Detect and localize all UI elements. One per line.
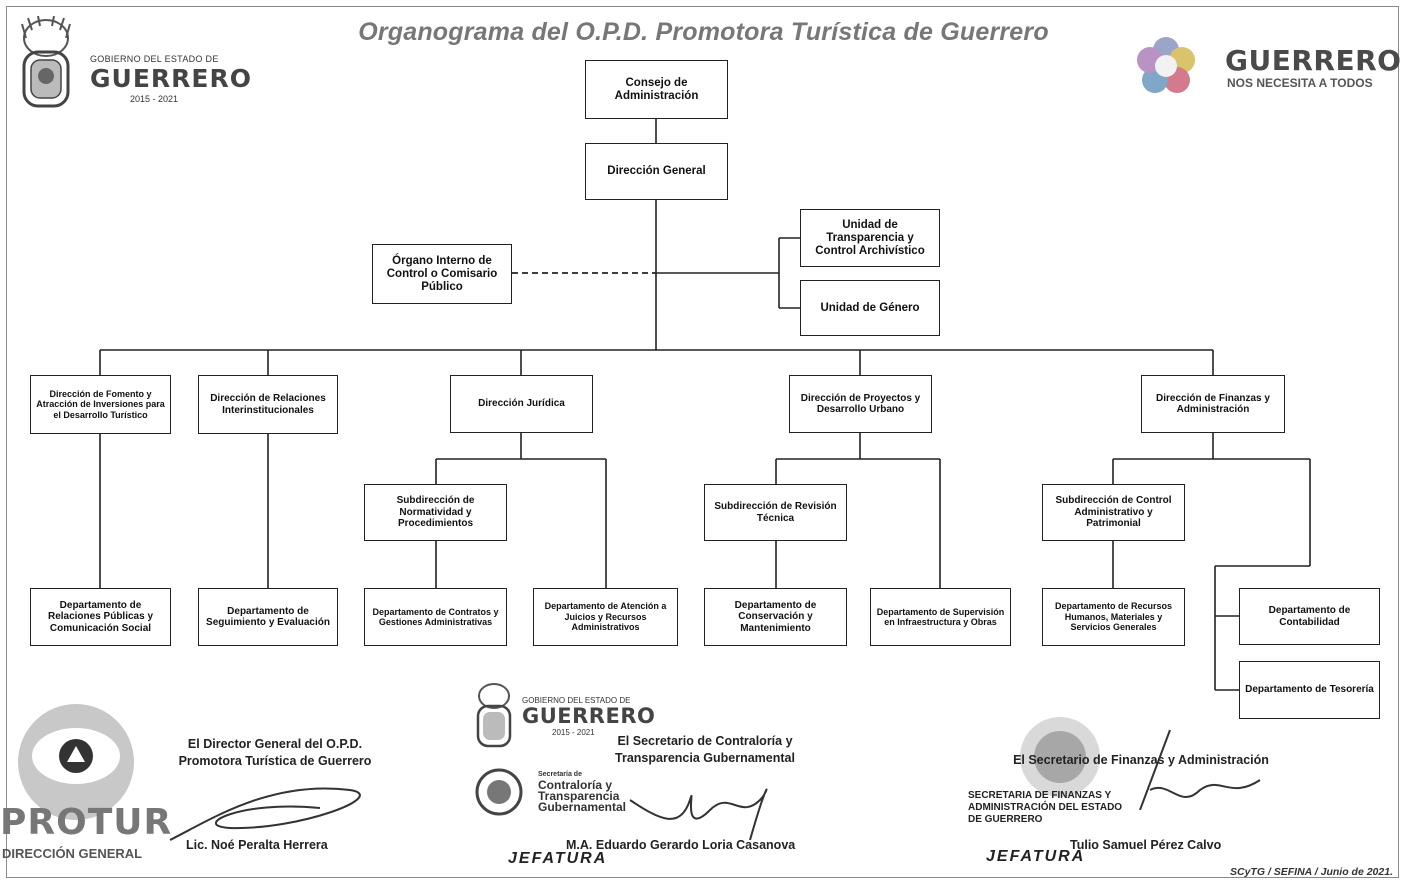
- signature-mid-name: M.A. Eduardo Gerardo Loria Casanova: [566, 838, 796, 852]
- contraloria-label: Contraloría y Transparencia Gubernamenta…: [538, 778, 627, 814]
- node-dep-conservacion: Departamento de Conservación y Mantenimi…: [704, 588, 847, 646]
- node-dep-tesoreria: Departamento de Tesorería: [1239, 661, 1380, 719]
- signature-left-name: Lic. Noé Peralta Herrera: [186, 838, 328, 852]
- signature-right-stamp: JEFATURA: [986, 848, 1086, 865]
- brand-tagline: NOS NECESITA A TODOS: [1227, 76, 1373, 90]
- node-dep-contabilidad: Departamento de Contabilidad: [1239, 588, 1380, 645]
- signature-left-role: El Director General del O.P.D. Promotora…: [178, 737, 372, 768]
- signature-mid-role: El Secretario de Contraloría y Transpare…: [615, 734, 795, 765]
- flower-logo-icon: [1137, 37, 1195, 93]
- footer-reference: SCyTG / SEFINA / Junio de 2021.: [1230, 866, 1393, 878]
- guerrero-brand-logo: GUERRERO NOS NECESITA A TODOS: [1135, 36, 1401, 96]
- signature-mid-scribble: [629, 788, 768, 841]
- node-dir-fomento: Dirección de Fomento y Atracción de Inve…: [30, 375, 171, 434]
- node-dep-atencion: Departamento de Atención a Juicios y Rec…: [533, 588, 678, 646]
- contraloria-seal-icon: [475, 768, 523, 816]
- signature-left-scribble: [169, 787, 361, 841]
- protur-wordmark: PROTUR: [0, 802, 173, 843]
- protur-logo-icon: [18, 704, 134, 820]
- contraloria-text: Secretaría de Contraloría y Transparenci…: [538, 769, 660, 813]
- gobierno-years: 2015 - 2021: [130, 94, 179, 104]
- contraloria-logo: Secretaría de Contraloría y Transparenci…: [470, 765, 660, 825]
- node-dep-supervision: Departamento de Supervisión en Infraestr…: [870, 588, 1011, 646]
- signature-mid-stamp: JEFATURA: [508, 850, 608, 867]
- gobierno-guerrero-logo: GOBIERNO DEL ESTADO DE GUERRERO 2015 - 2…: [14, 16, 251, 126]
- node-unidad-genero: Unidad de Género: [800, 280, 940, 336]
- node-sub-control: Subdirección de Control Administrativo y…: [1042, 484, 1185, 541]
- page-frame: [6, 6, 1399, 878]
- node-dep-relaciones-publicas: Departamento de Relaciones Públicas y Co…: [30, 588, 171, 646]
- mid-gobierno-logo: GOBIERNO DEL ESTADO DE GUERRERO 2015 - 2…: [470, 682, 670, 752]
- node-dir-juridica: Dirección Jurídica: [450, 375, 593, 433]
- mid-gobierno-years: 2015 - 2021: [552, 728, 595, 737]
- guerrero-wordmark: GUERRERO: [90, 64, 252, 93]
- mid-shield-icon: [476, 683, 512, 748]
- protur-subtitle: DIRECCIÓN GENERAL: [2, 846, 143, 861]
- guerrero-brand-wordmark: GUERRERO: [1225, 44, 1402, 77]
- contraloria-small-label: Secretaría de: [538, 771, 582, 778]
- node-dep-recursos: Departamento de Recursos Humanos, Materi…: [1042, 588, 1185, 646]
- node-unidad-transparencia: Unidad de Transparencia y Control Archiv…: [800, 209, 940, 267]
- node-consejo: Consejo de Administración: [585, 60, 728, 119]
- node-sub-normatividad: Subdirección de Normatividad y Procedimi…: [364, 484, 507, 541]
- node-dir-proyectos: Dirección de Proyectos y Desarrollo Urba…: [789, 375, 932, 433]
- state-shield-icon: [21, 16, 71, 108]
- node-dir-relaciones: Dirección de Relaciones Interinstitucion…: [198, 375, 338, 434]
- signature-right-name: Tulio Samuel Pérez Calvo: [1070, 838, 1222, 852]
- org-chart-title: Organograma del O.P.D. Promotora Turísti…: [358, 18, 1049, 46]
- signature-right-scribble: [1139, 729, 1261, 810]
- node-dep-seguimiento: Departamento de Seguimiento y Evaluación: [198, 588, 338, 646]
- node-direccion-general: Dirección General: [585, 143, 728, 200]
- node-dep-contratos: Departamento de Contratos y Gestiones Ad…: [364, 588, 507, 646]
- mid-guerrero-wordmark: GUERRERO: [522, 704, 656, 728]
- signature-right-seal: SECRETARIA DE FINANZAS Y ADMINISTRACIÓN …: [968, 790, 1123, 825]
- mid-gobierno-label: GOBIERNO DEL ESTADO DE: [522, 696, 631, 705]
- gobierno-label: GOBIERNO DEL ESTADO DE: [90, 54, 219, 64]
- national-seal-icon: [1020, 717, 1100, 797]
- signature-right-role: El Secretario de Finanzas y Administraci…: [1013, 753, 1269, 767]
- node-organo-interno: Órgano Interno de Control o Comisario Pú…: [372, 244, 512, 304]
- node-sub-revision: Subdirección de Revisión Técnica: [704, 484, 847, 541]
- node-dir-finanzas: Dirección de Finanzas y Administración: [1141, 375, 1285, 433]
